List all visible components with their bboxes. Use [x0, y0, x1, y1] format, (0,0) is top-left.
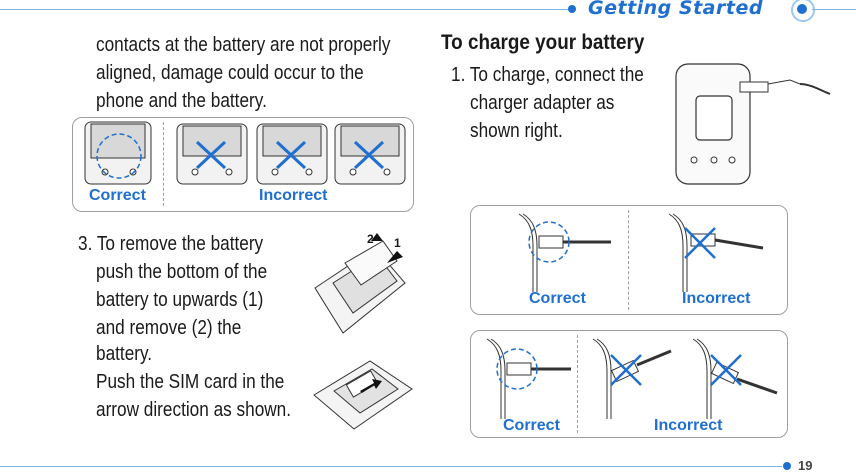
- charger-bottom-incorrect-label: Incorrect: [654, 417, 723, 434]
- intro-line-3: phone and the battery.: [96, 90, 267, 112]
- charger-top-illustrations: [518, 213, 764, 292]
- header-dot-right: [797, 4, 807, 14]
- incorrect-x-marks: [610, 354, 742, 386]
- step3-line-4: and remove (2) the: [96, 317, 242, 339]
- intro-line-2: aligned, damage could occur to the: [96, 62, 364, 84]
- charge-heading: To charge your battery: [441, 31, 645, 54]
- removal-marker-1: 1: [394, 236, 401, 250]
- incorrect-x-marks: [195, 140, 385, 170]
- battery-correct-label: Correct: [89, 187, 146, 204]
- step1-line-1: 1. To charge, connect the: [451, 64, 644, 86]
- intro-line-1: contacts at the battery are not properly: [96, 34, 391, 56]
- incorrect-x-mark: [684, 227, 716, 259]
- phone-charger-illustration: [675, 63, 831, 185]
- footer-line: [0, 466, 782, 467]
- page-number: 19: [798, 458, 813, 473]
- charger-panel-bottom: Correct Incorrect: [470, 330, 788, 438]
- sim-arrow-icon: [360, 379, 382, 393]
- step3-line-1: 3. To remove the battery: [78, 233, 264, 255]
- header-ring-icon: [791, 0, 815, 22]
- step3-line-2: push the bottom of the: [96, 261, 268, 283]
- step1-line-3: shown right.: [470, 120, 563, 142]
- removal-marker-2: 2: [367, 232, 374, 246]
- step3-line-7: arrow direction as shown.: [96, 399, 292, 421]
- header-line-right: [812, 9, 856, 10]
- charger-top-correct-label: Correct: [529, 290, 586, 307]
- battery-incorrect-label: Incorrect: [259, 187, 328, 204]
- phone-keys: [690, 156, 736, 164]
- charger-top-incorrect-label: Incorrect: [682, 290, 751, 307]
- charger-plug-icon: [739, 79, 831, 95]
- correct-highlight-circle: [496, 348, 538, 390]
- panel-divider: [577, 335, 578, 433]
- panel-divider: [163, 122, 164, 206]
- charger-bottom-correct-label: Correct: [503, 417, 560, 434]
- charger-bottom-illustrations: [486, 338, 778, 419]
- panel-divider: [628, 210, 629, 310]
- phone-battery-correct: [84, 121, 152, 185]
- correct-highlight-circle: [96, 133, 142, 179]
- section-title: Getting Started: [588, 0, 763, 19]
- charger-panel-top: Correct Incorrect: [470, 205, 788, 315]
- removal-arrow-icon: [371, 233, 403, 263]
- step3-line-5: battery.: [96, 343, 153, 365]
- step3-line-6: Push the SIM card in the: [96, 371, 285, 393]
- battery-alignment-panel: Correct Incorrect: [72, 117, 414, 212]
- battery-removal-illustration: [314, 233, 406, 334]
- footer-dot: [783, 462, 791, 470]
- correct-highlight-circle: [528, 221, 570, 263]
- battery-illustrations: [84, 121, 406, 185]
- header-line-left: [0, 9, 570, 10]
- step1-line-2: charger adapter as: [470, 92, 615, 114]
- step3-line-3: battery to upwards (1): [96, 289, 264, 311]
- header-dot-left: [568, 5, 576, 13]
- sim-card-illustration: [313, 360, 413, 430]
